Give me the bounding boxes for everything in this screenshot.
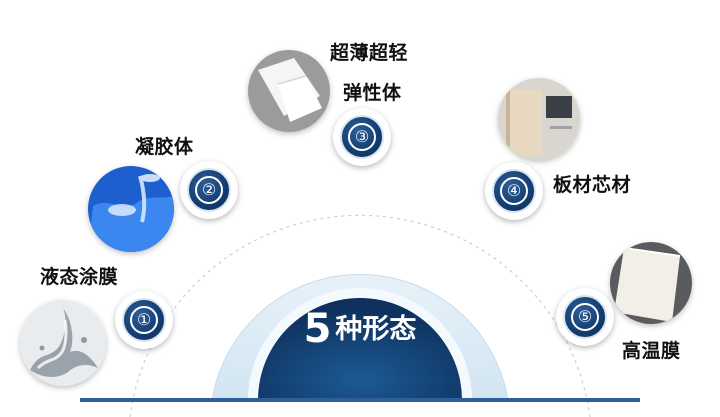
high-temp-film-icon <box>610 242 692 324</box>
badge-5: ⑤ <box>556 288 614 346</box>
label-ultrathin-line2: 弹性体 <box>343 82 402 104</box>
badge-4: ④ <box>485 162 543 220</box>
label-board-core: 板材芯材 <box>553 174 632 196</box>
elastic-film-icon <box>248 50 330 132</box>
badge-2: ② <box>180 161 238 219</box>
badge-2-number: ② <box>195 176 223 204</box>
badge-3: ③ <box>333 108 391 166</box>
label-high-temp-film: 高温膜 <box>622 340 681 362</box>
bottom-bar <box>80 398 640 402</box>
liquid-splash-icon <box>20 300 106 386</box>
badge-1: ① <box>115 291 173 349</box>
light-ring-edge <box>211 273 509 401</box>
gel-container-icon <box>88 166 174 252</box>
badge-5-number: ⑤ <box>571 303 599 331</box>
label-gel: 凝胶体 <box>135 136 194 158</box>
board-panel-icon <box>498 78 580 160</box>
badge-3-number: ③ <box>348 123 376 151</box>
label-ultrathin-line1: 超薄超轻 <box>330 42 409 64</box>
center-number: 5 <box>303 306 332 352</box>
badge-1-number: ① <box>130 306 158 334</box>
badge-4-number: ④ <box>500 177 528 205</box>
label-liquid-coating: 液态涂膜 <box>40 266 119 288</box>
center-text: 种形态 <box>335 314 417 345</box>
center-semicircle <box>258 298 462 400</box>
